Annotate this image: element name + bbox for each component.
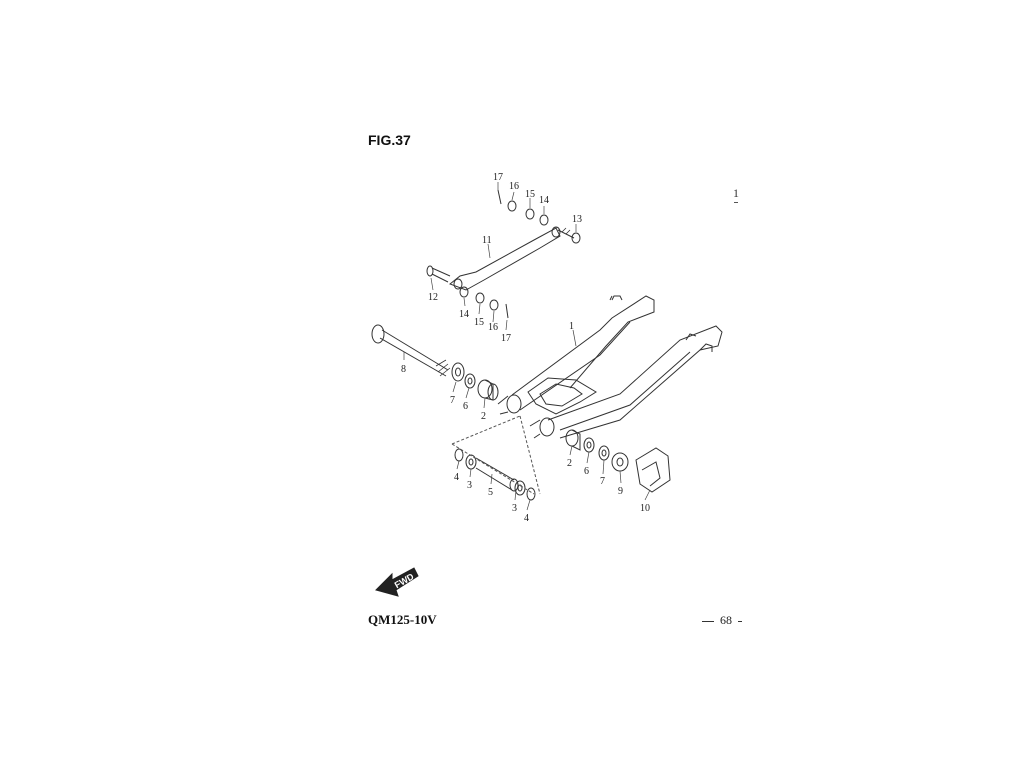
callout-1: 1 [569, 321, 574, 332]
callout-4: 4 [454, 472, 459, 483]
figure-title: FIG.37 [368, 132, 411, 148]
callout-2: 2 [567, 458, 572, 469]
page-dash-right [738, 620, 742, 622]
pivot-shaft [371, 324, 451, 377]
right-stack [565, 429, 629, 472]
left-stack [451, 362, 499, 401]
callout-13: 13 [572, 214, 582, 225]
callout-15: 15 [525, 189, 535, 200]
side-mark-underline [734, 202, 738, 203]
callout-10: 10 [640, 503, 650, 514]
model-number: QM125-10V [368, 612, 437, 627]
page-number-wrap: 68 [696, 613, 748, 628]
callout-16: 16 [509, 181, 519, 192]
callout-9: 9 [618, 486, 623, 497]
callout-7: 7 [450, 395, 455, 406]
page-dash-left [702, 620, 714, 622]
assembly-guides [451, 415, 541, 495]
callout-2: 2 [481, 411, 486, 422]
callout-3: 3 [512, 503, 517, 514]
swing-arm [497, 295, 723, 439]
bushing-assembly [454, 448, 536, 501]
callout-16: 16 [488, 322, 498, 333]
callout-6: 6 [463, 401, 468, 412]
page-number: 68 [720, 613, 732, 627]
callout-8: 8 [401, 364, 406, 375]
callout-3: 3 [467, 480, 472, 491]
callout-11: 11 [482, 235, 492, 246]
leader-lines [403, 182, 651, 511]
callout-6: 6 [584, 466, 589, 477]
callout-5: 5 [488, 487, 493, 498]
callout-17: 17 [501, 333, 511, 344]
callout-7: 7 [600, 476, 605, 487]
upper-bolt-stack [497, 189, 581, 244]
callout-12: 12 [428, 292, 438, 303]
lower-bolt-stack [426, 265, 509, 319]
callout-14: 14 [459, 309, 469, 320]
fwd-arrow-icon: FWD [375, 567, 419, 597]
callout-4: 4 [524, 513, 529, 524]
chain-slider [635, 447, 671, 493]
callout-15: 15 [474, 317, 484, 328]
side-mark: 1 [733, 186, 739, 200]
rear-link [449, 226, 561, 291]
callouts: 1 8 7 6 2 2 6 7 9 10 4 3 5 3 4 11 12 14 … [401, 172, 650, 524]
callout-17: 17 [493, 172, 503, 183]
callout-14: 14 [539, 195, 549, 206]
